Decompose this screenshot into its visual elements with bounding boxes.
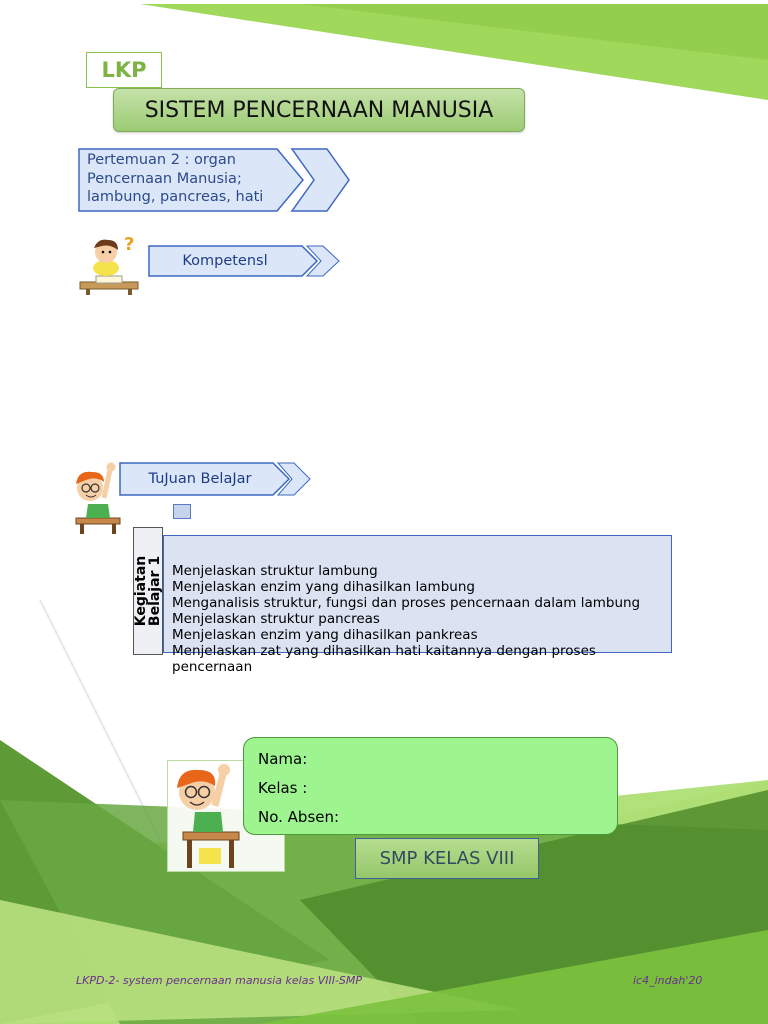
list-item: Menjelaskan struktur lambung [172, 563, 378, 579]
kompetensi-label: Kompetensl [182, 253, 268, 269]
kegiatan-side-label: Kegiatan Belajar 1 [133, 555, 163, 627]
thinking-boy-icon: ? [76, 230, 144, 296]
pertemuan-chevron-banner [78, 148, 350, 212]
absen-field-label: No. Absen: [258, 808, 340, 826]
nama-field-label: Nama: [258, 750, 308, 768]
list-item: Menganalisis struktur, fungsi dan proses… [172, 595, 641, 611]
kegiatan-list: Menjelaskan struktur lambung Menjelaskan… [172, 563, 672, 675]
small-square-marker [173, 504, 191, 519]
list-item: Menjelaskan enzim yang dihasilkan lambun… [172, 579, 475, 595]
pertemuan-line: lambung, pancreas, hati [87, 189, 264, 205]
grade-label-box: SMP KELAS VIII [355, 838, 539, 879]
list-item: pencernaan [172, 659, 253, 675]
biodata-box: Nama: Kelas : No. Absen: [243, 737, 618, 835]
kelas-field-label: Kelas : [258, 779, 308, 797]
list-item: Menjelaskan struktur pancreas [172, 611, 380, 627]
kegiatan-side-line: Belajar 1 [147, 555, 163, 627]
list-item: Menjelaskan zat yang dihasilkan hati kai… [172, 643, 596, 659]
tujuan-label: TuJuan BelaJar [148, 471, 252, 487]
pertemuan-line: Pertemuan 2 : organ [87, 152, 236, 168]
footer-title: LKPD-2- system pencernaan manusia kelas … [76, 974, 363, 987]
tujuan-chevron-banner [119, 462, 311, 496]
lkp-tag: LKP [86, 52, 162, 88]
raising-hand-boy-icon [75, 462, 121, 534]
pertemuan-line: Pencernaan Manusia; [87, 170, 242, 187]
page-title: SISTEM PENCERNAAN MANUSIA [113, 88, 525, 132]
pertemuan-text: Pertemuan 2 : organ Pencernaan Manusia; … [87, 151, 287, 207]
kegiatan-side-tab: Kegiatan Belajar 1 [133, 527, 163, 655]
footer-author: ic4_indah'20 [633, 974, 703, 987]
list-item: Menjelaskan enzim yang dihasilkan pankre… [172, 627, 478, 643]
kompetensi-chevron-banner [148, 245, 340, 277]
kegiatan-side-line: Kegiatan [133, 555, 149, 627]
kegiatan-box [163, 535, 672, 653]
svg-text:?: ? [124, 234, 134, 255]
